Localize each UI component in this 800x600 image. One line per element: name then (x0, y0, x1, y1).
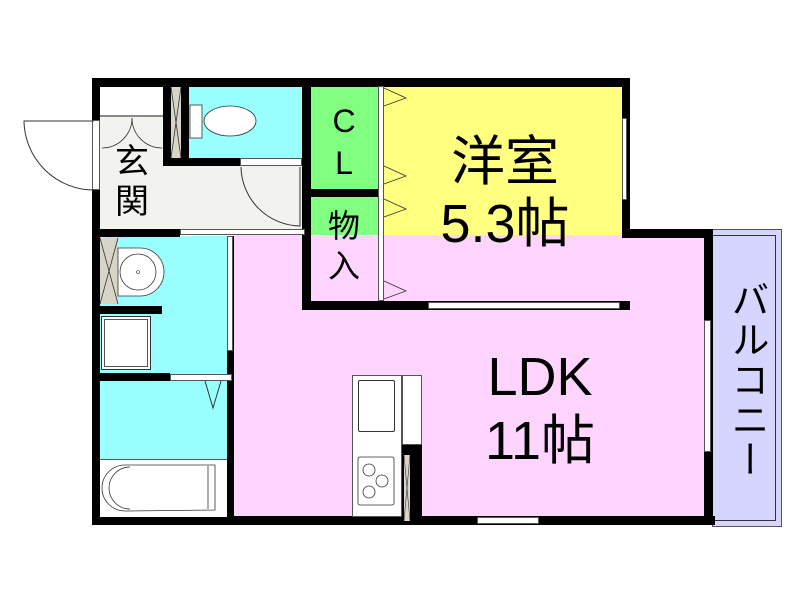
storage-label-line2: 入 (327, 247, 360, 285)
entrance-storage (100, 87, 163, 117)
wash-basin-icon (117, 247, 165, 297)
kitchen-sink-icon (358, 380, 395, 432)
wall-toilet-left (163, 78, 171, 166)
closet-fold-marks-icon (383, 87, 408, 300)
wall-left (92, 78, 100, 524)
washer-pan-icon (101, 316, 151, 370)
ldk-label-line2: 11帖 (484, 411, 596, 471)
wall-ldk-top-right (622, 229, 712, 238)
toilet-icon (189, 104, 257, 139)
wall-wash-divider (100, 373, 170, 381)
toilet-door-sill (240, 158, 302, 166)
entrance-door-sill (92, 120, 100, 190)
shoe-box-icon (170, 86, 182, 159)
wall-top (92, 78, 630, 87)
hall-door-sill (180, 229, 305, 235)
storage-label: 物 入 (312, 210, 376, 282)
wall-sink-shelf (100, 306, 162, 314)
wall-toilet-bottom (163, 158, 243, 166)
entrance-door-swing-icon (23, 120, 95, 191)
bath-door-sill (170, 374, 232, 381)
western-room-label-line2: 5.3帖 (440, 194, 570, 254)
ldk-window-balcony (704, 320, 711, 452)
wall-closet-mid (302, 189, 382, 197)
wall-entrance-bottom (92, 229, 180, 237)
shoe-cabinet-doors-icon (101, 117, 163, 149)
entrance-label: 玄 関 (108, 145, 156, 219)
storage-label-line1: 物 (327, 207, 360, 245)
western-room-label: 洋室 5.3帖 (415, 135, 595, 251)
entrance-label-line2: 関 (115, 182, 149, 222)
bathtub-icon (101, 464, 216, 512)
ldk-window-bottom (477, 517, 539, 524)
closet-cl-label-line2: L (335, 145, 353, 181)
kitchen-shelf (402, 375, 422, 445)
balcony-label: バルコニー (725, 280, 769, 480)
entrance-label-line1: 玄 (115, 142, 149, 182)
bath-door-fold-icon (204, 380, 222, 410)
ldk-label: LDK 11帖 (440, 350, 640, 468)
ldk-floor (234, 235, 706, 517)
closet-cl-label: C L (312, 105, 376, 179)
stove-icon (357, 456, 395, 506)
western-window-right (622, 118, 627, 200)
wall-toilet-inner (181, 78, 189, 166)
washroom-door (227, 236, 233, 351)
ldk-label-line1: LDK (487, 347, 593, 407)
western-room-label-line1: 洋室 (451, 132, 559, 192)
closet-cl-label-line1: C (332, 103, 356, 139)
closet-door (378, 86, 384, 301)
fridge-space-icon (403, 454, 411, 522)
closet-cl-floor (310, 86, 378, 189)
linen-cabinet-icon (99, 237, 119, 305)
western-window-bottom (428, 302, 620, 309)
balcony-floor (712, 229, 782, 527)
toilet-door-swing-icon (240, 166, 301, 227)
